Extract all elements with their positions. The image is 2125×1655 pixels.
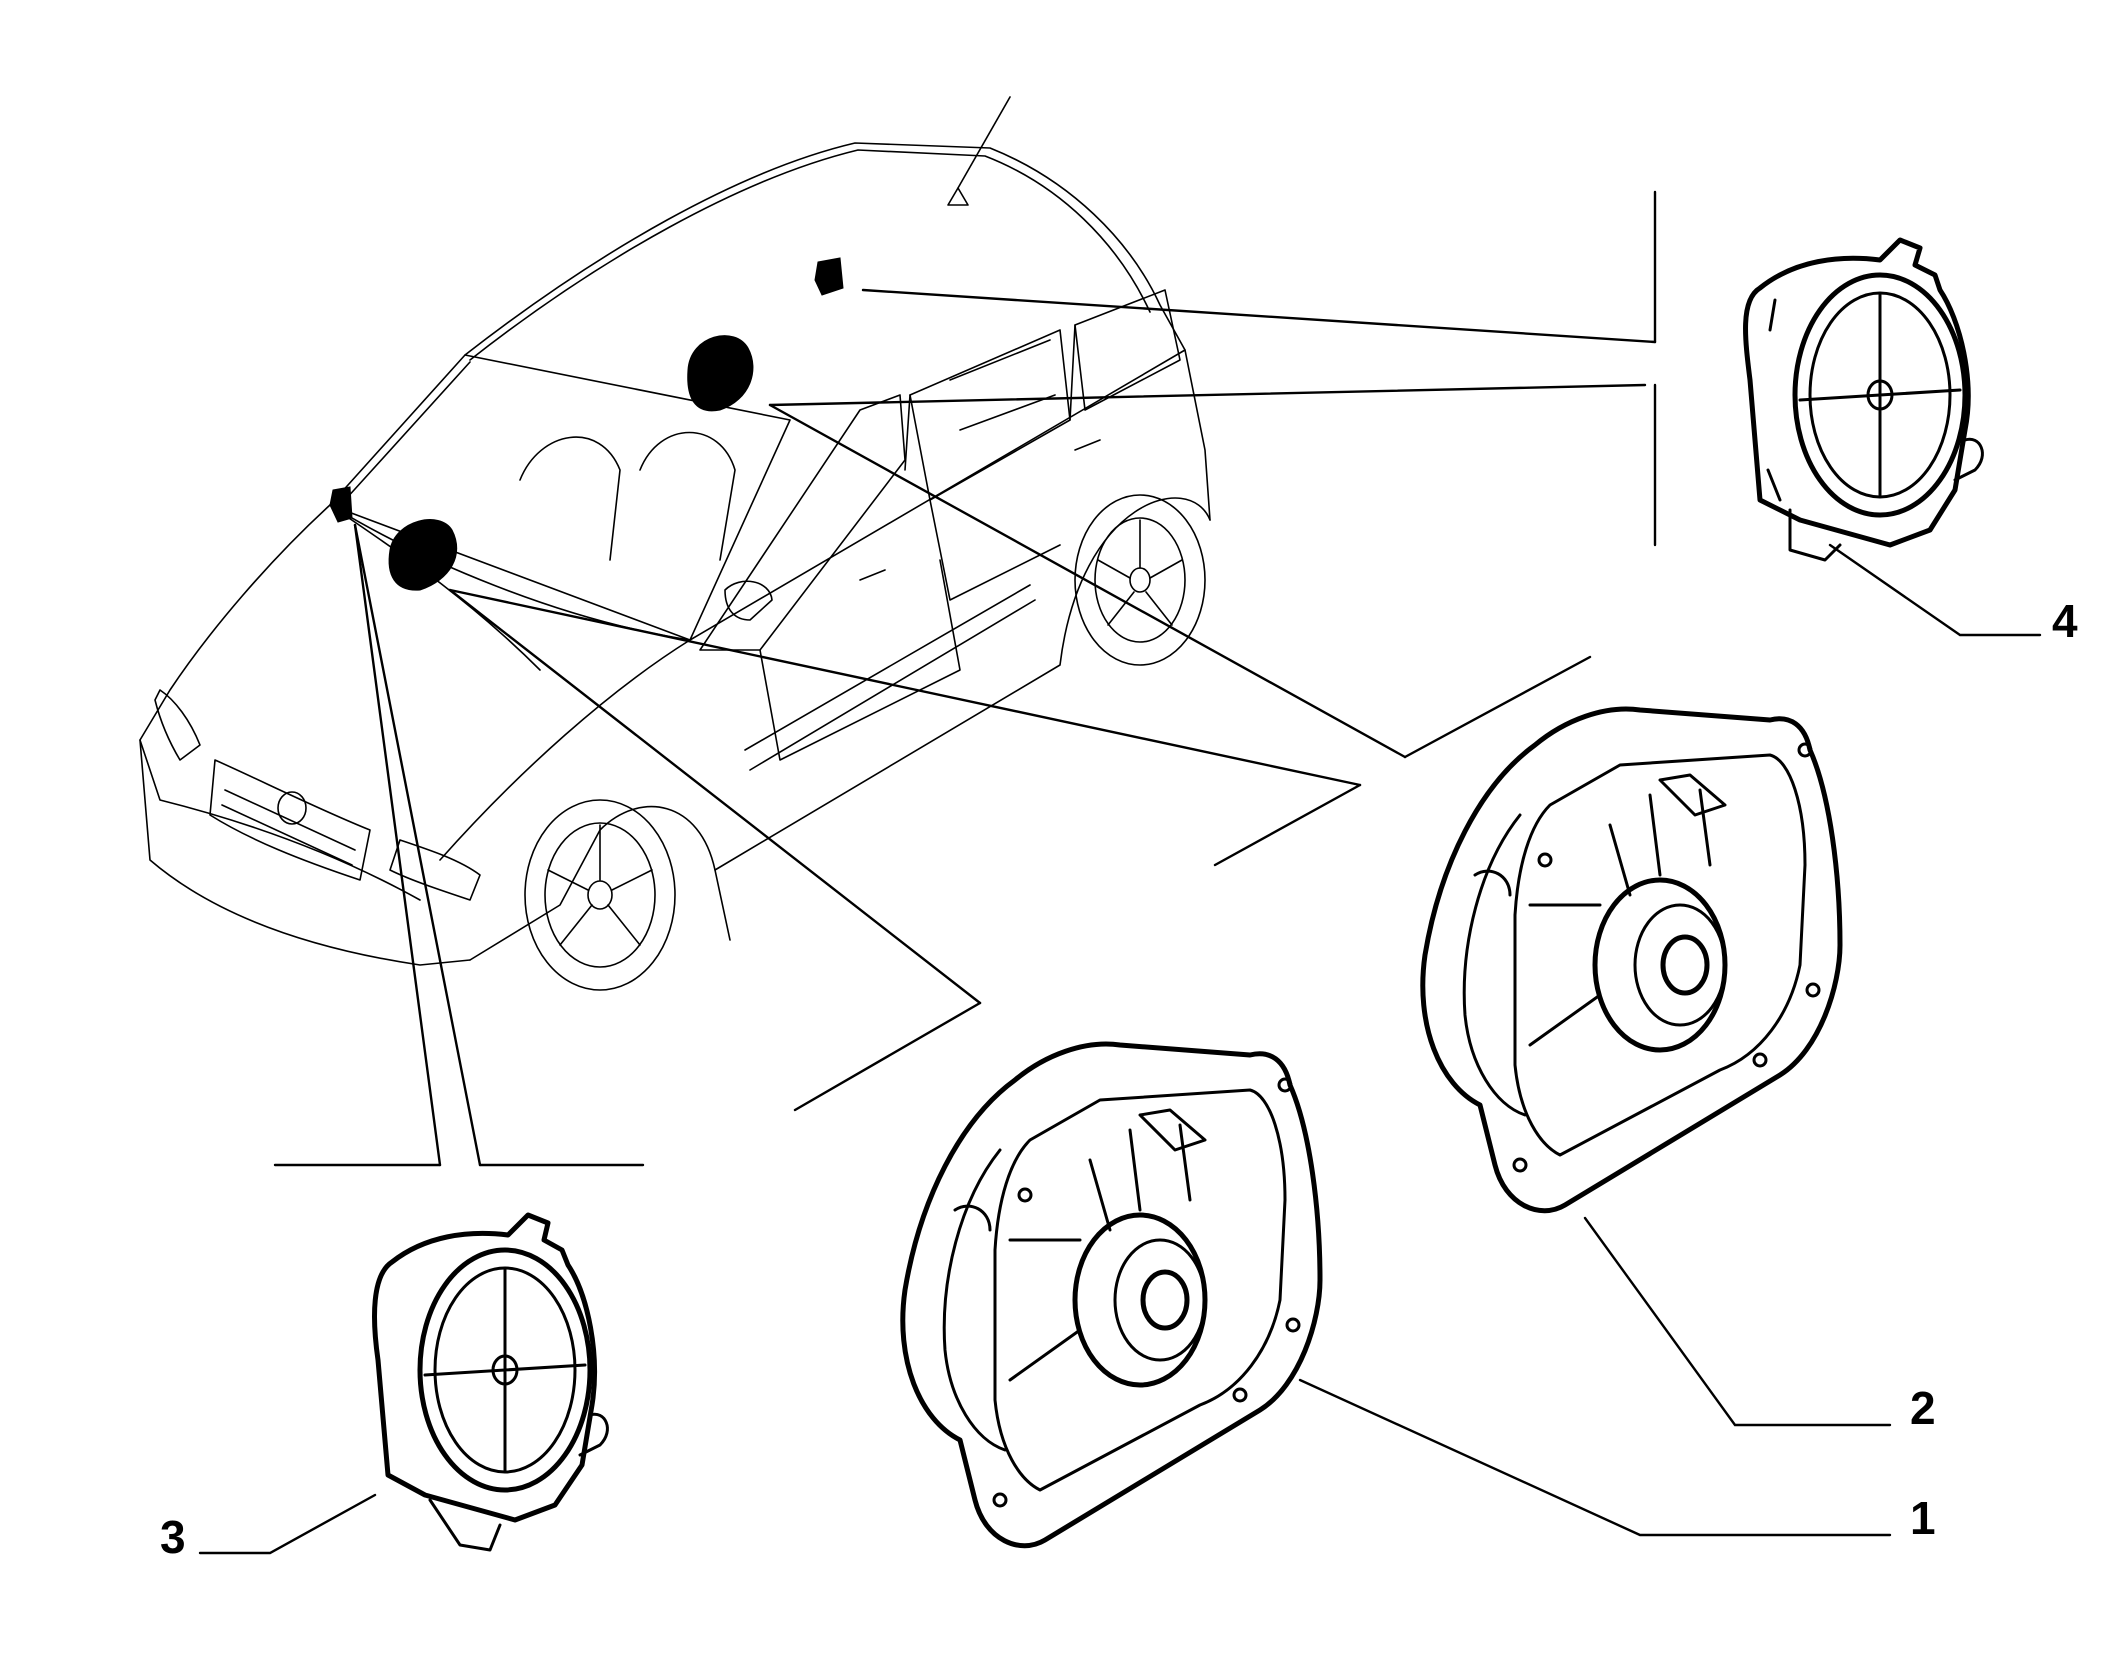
pointer-lines bbox=[273, 190, 1657, 1167]
callout-3-label: 3 bbox=[160, 1511, 186, 1563]
rear-tweeter-marker bbox=[814, 257, 844, 296]
rear-woofer-marker bbox=[687, 335, 754, 412]
car-outline-illustration bbox=[139, 96, 1211, 991]
speaker-location-markers bbox=[329, 257, 844, 591]
part-4-tweeter bbox=[1743, 237, 1984, 562]
part-1-woofer bbox=[900, 1041, 1323, 1549]
callout-2-label: 2 bbox=[1910, 1382, 1936, 1434]
callout-leader-lines bbox=[198, 543, 2042, 1555]
callout-4-label: 4 bbox=[2052, 595, 2078, 647]
front-woofer-marker bbox=[388, 519, 458, 591]
part-3-tweeter bbox=[372, 1212, 609, 1552]
callout-1-label: 1 bbox=[1910, 1492, 1936, 1544]
part-2-woofer bbox=[1420, 706, 1843, 1214]
front-tweeter-marker bbox=[329, 486, 353, 523]
